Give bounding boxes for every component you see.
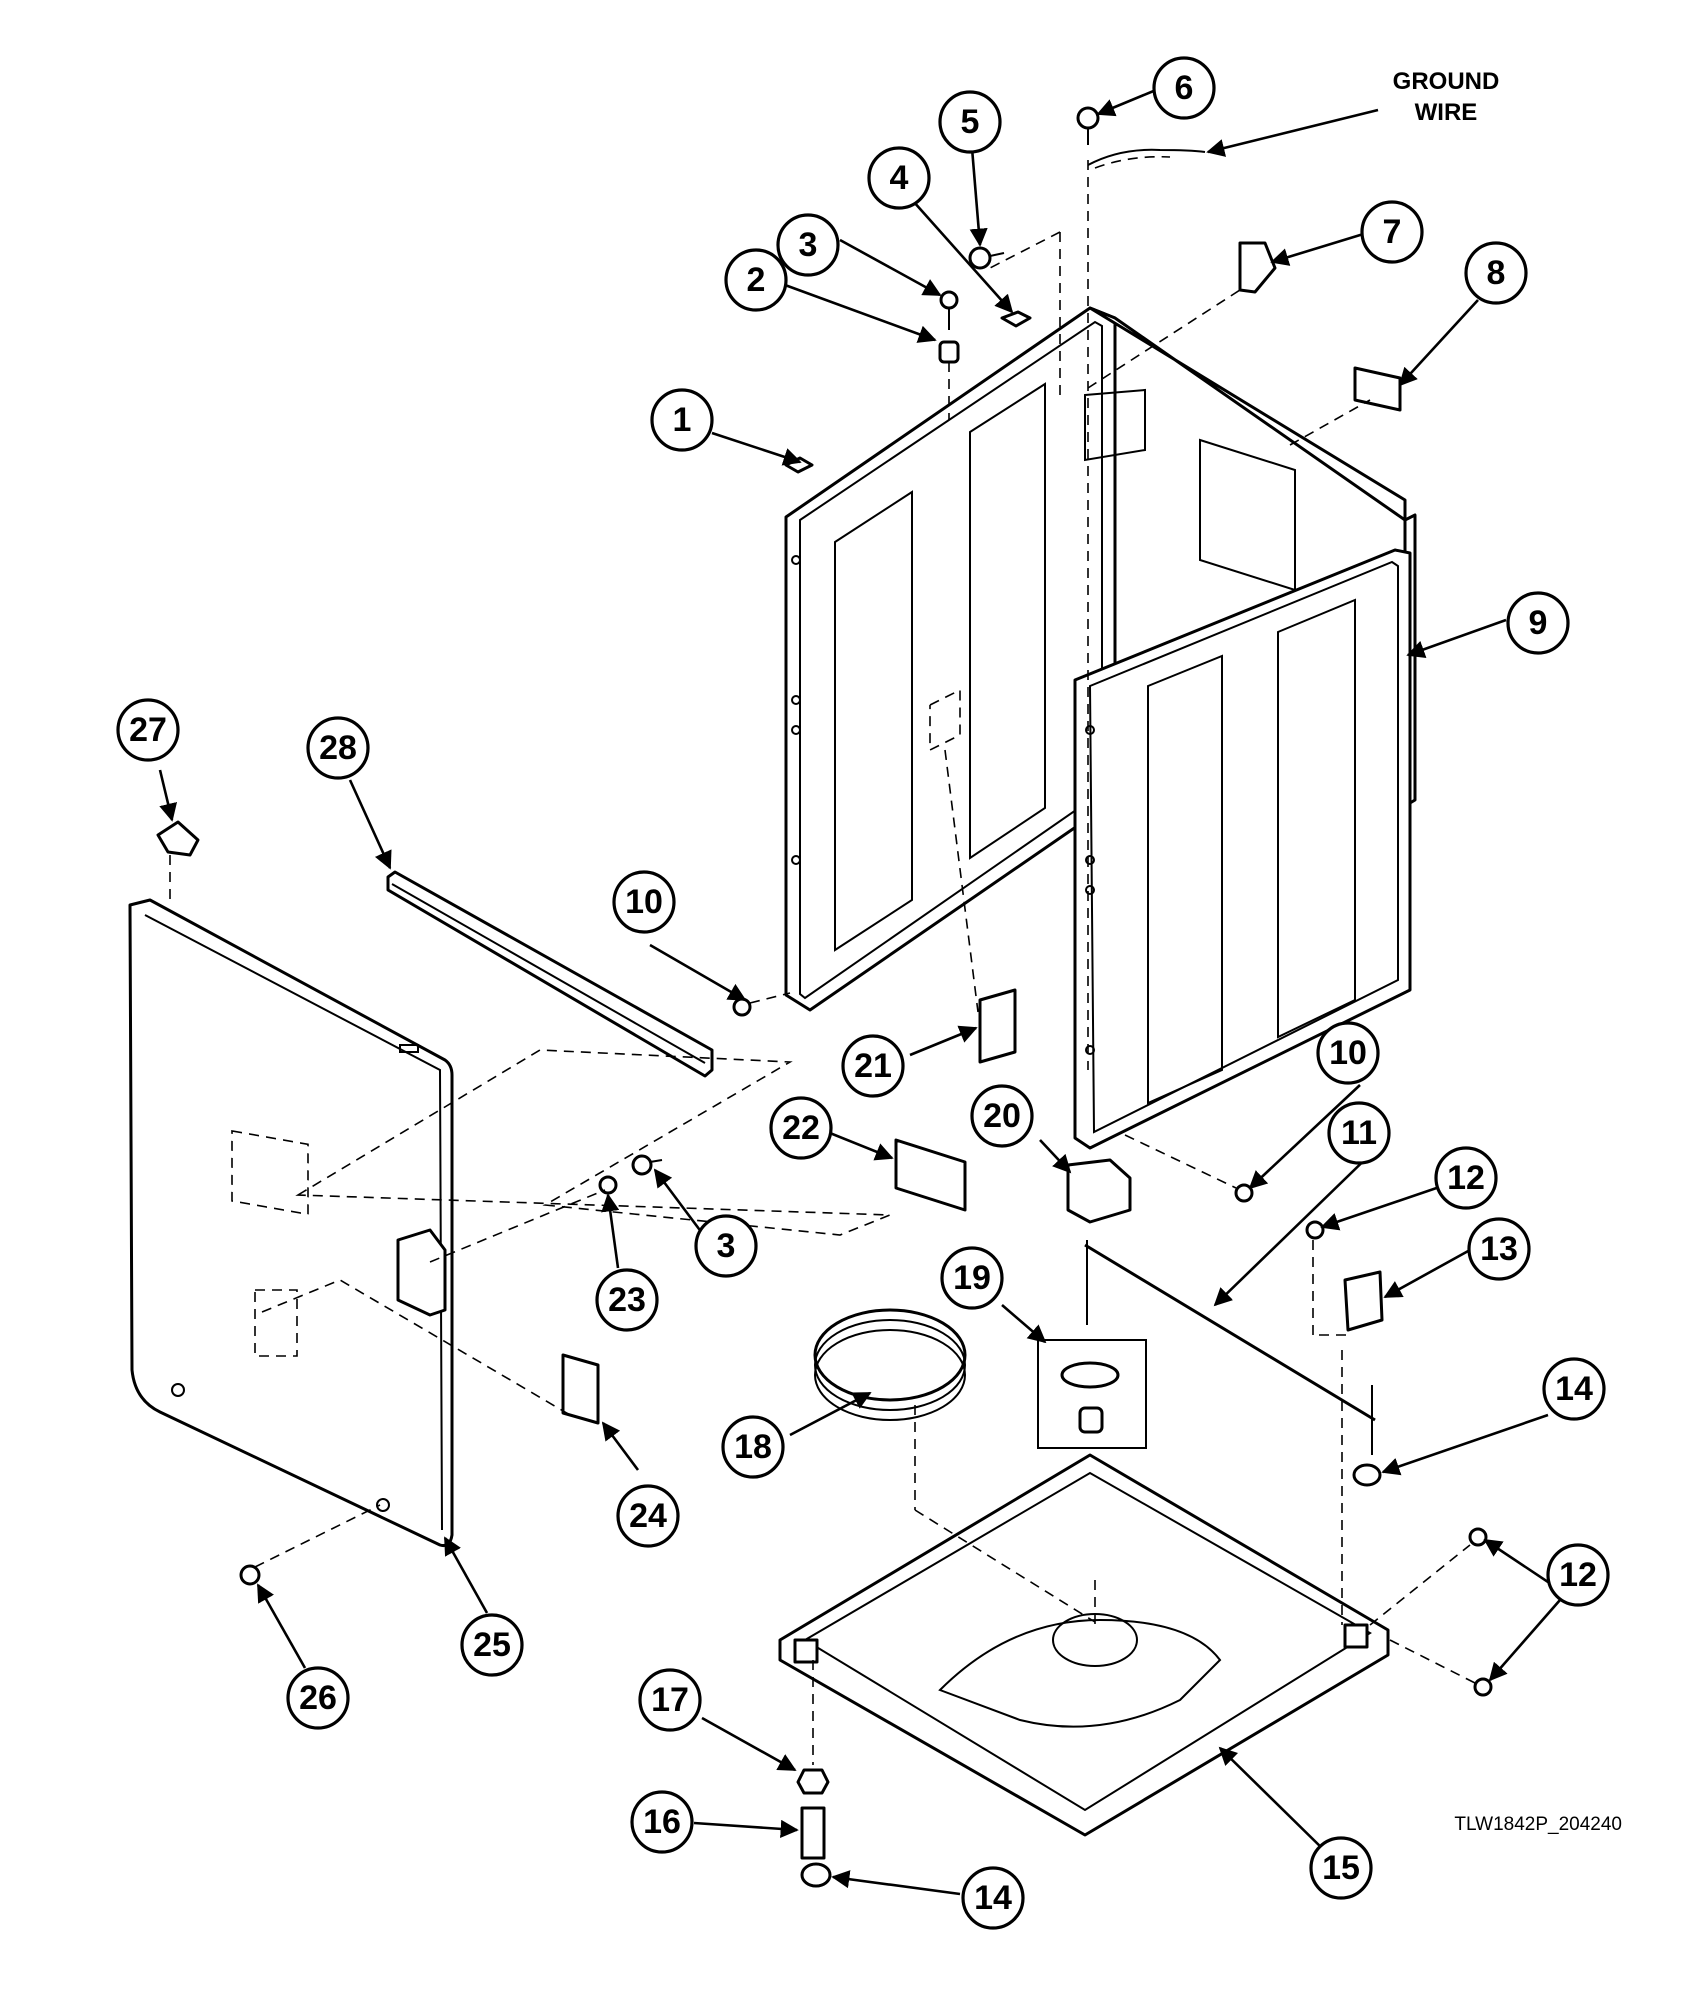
callout-10: 10 — [612, 870, 676, 934]
svg-text:10: 10 — [1329, 1034, 1367, 1072]
drawing-code: TLW1842P_204240 — [1454, 1814, 1622, 1835]
callout-8: 8 — [1464, 241, 1528, 305]
svg-text:15: 15 — [1322, 1849, 1360, 1887]
callout-3b: 3 — [694, 1214, 758, 1278]
callout-14b: 14 — [961, 1866, 1025, 1930]
callout-18: 18 — [721, 1415, 785, 1479]
callout-25: 25 — [460, 1613, 524, 1677]
callout-28: 28 — [306, 716, 370, 780]
small-parts — [156, 106, 1493, 1888]
callout-13: 13 — [1467, 1217, 1531, 1281]
svg-text:14: 14 — [974, 1879, 1012, 1917]
svg-text:3: 3 — [799, 226, 818, 264]
callout-17: 17 — [638, 1668, 702, 1732]
callout-6: 6 — [1152, 56, 1216, 120]
callout-22: 22 — [769, 1096, 833, 1160]
assembly-dashed-lines — [169, 160, 1476, 1765]
svg-text:25: 25 — [473, 1626, 511, 1664]
svg-text:14: 14 — [1555, 1370, 1593, 1408]
ground-wire-label-line1: GROUND — [1393, 68, 1500, 95]
svg-text:9: 9 — [1529, 604, 1548, 642]
svg-text:16: 16 — [643, 1803, 681, 1841]
svg-text:18: 18 — [734, 1428, 772, 1466]
callout-10b: 10 — [1316, 1021, 1380, 1085]
callout-9: 9 — [1506, 591, 1570, 655]
svg-text:26: 26 — [299, 1679, 337, 1717]
callout-24: 24 — [616, 1484, 680, 1548]
leader-lines — [158, 88, 1561, 1896]
svg-text:5: 5 — [961, 103, 980, 141]
front-top-brace — [386, 870, 714, 1078]
front-panel — [128, 898, 454, 1547]
svg-text:12: 12 — [1559, 1556, 1597, 1594]
svg-text:4: 4 — [890, 159, 909, 197]
svg-text:2: 2 — [747, 261, 766, 299]
callout-4: 4 — [867, 146, 931, 210]
callout-26: 26 — [286, 1666, 350, 1730]
svg-text:13: 13 — [1480, 1230, 1518, 1268]
callout-14: 14 — [1542, 1357, 1606, 1421]
callout-1: 1 — [650, 388, 714, 452]
base — [778, 1453, 1390, 1837]
svg-text:19: 19 — [953, 1259, 991, 1297]
callout-19: 19 — [940, 1246, 1004, 1310]
callout-5: 5 — [938, 90, 1002, 154]
callout-3: 3 — [776, 213, 840, 277]
callout-2: 2 — [724, 248, 788, 312]
callout-7: 7 — [1360, 200, 1424, 264]
svg-text:12: 12 — [1447, 1159, 1485, 1197]
callout-12: 12 — [1434, 1146, 1498, 1210]
ground-wire-label-line2: WIRE — [1415, 99, 1478, 126]
callout-20: 20 — [970, 1084, 1034, 1148]
cabinet-front-right-panel — [791, 548, 1412, 1150]
svg-text:20: 20 — [983, 1097, 1021, 1135]
svg-text:22: 22 — [782, 1109, 820, 1147]
callout-21: 21 — [841, 1034, 905, 1098]
callout-16: 16 — [630, 1790, 694, 1854]
callout-15: 15 — [1309, 1836, 1373, 1900]
svg-text:11: 11 — [1341, 1114, 1377, 1152]
svg-text:23: 23 — [608, 1281, 646, 1319]
svg-text:21: 21 — [854, 1047, 892, 1085]
svg-text:7: 7 — [1383, 213, 1402, 251]
svg-text:8: 8 — [1487, 254, 1506, 292]
svg-text:17: 17 — [651, 1681, 689, 1719]
svg-text:3: 3 — [717, 1227, 736, 1265]
svg-text:24: 24 — [629, 1497, 667, 1535]
svg-text:10: 10 — [625, 883, 663, 921]
callout-23: 23 — [595, 1268, 659, 1332]
callout-11: 11 — [1327, 1101, 1391, 1165]
callout-27: 27 — [116, 698, 180, 762]
svg-text:28: 28 — [319, 729, 357, 767]
svg-text:1: 1 — [673, 401, 692, 439]
callout-12b: 12 — [1546, 1543, 1610, 1607]
svg-text:6: 6 — [1175, 69, 1194, 107]
svg-text:27: 27 — [129, 711, 167, 749]
callouts: 1 2 3 4 5 6 7 8 9 10 27 28 10 21 22 20 1… — [116, 56, 1610, 1930]
